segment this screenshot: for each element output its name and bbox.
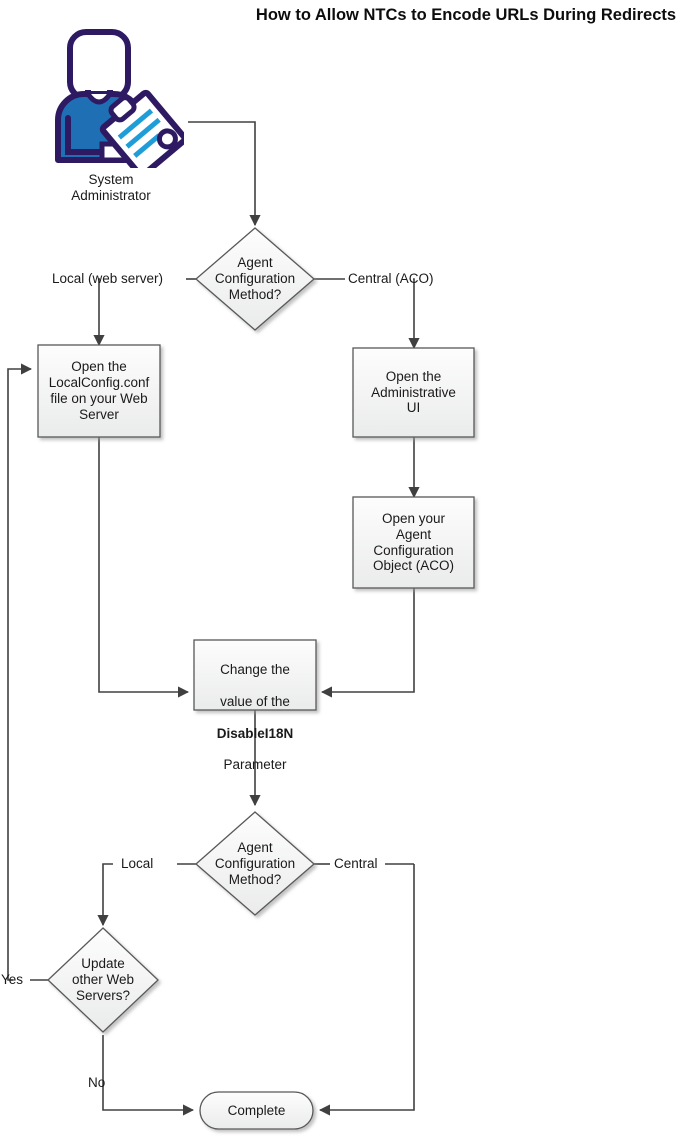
edge-label-no: No <box>88 1075 106 1090</box>
decision-update-other-servers-shape <box>47 927 159 1033</box>
edge-label-central-aco: Central (ACO) <box>348 271 434 286</box>
edge-label-local: Local <box>121 856 154 871</box>
edge-label-local-web-server: Local (web server) <box>52 271 164 286</box>
process-change-disablei18n-shape <box>193 639 317 711</box>
decision-config-method-2-shape <box>195 811 315 916</box>
edge-label-central: Central <box>334 856 378 871</box>
terminator-complete-shape <box>199 1091 314 1130</box>
system-administrator-icon <box>44 20 188 179</box>
edge-label-yes: Yes <box>1 972 24 987</box>
process-open-localconfig-shape <box>37 344 161 438</box>
process-open-aco-shape <box>352 496 475 589</box>
page-title: How to Allow NTCs to Encode URLs During … <box>255 6 677 24</box>
process-open-admin-ui-shape <box>352 347 475 438</box>
decision-config-method-1-shape <box>195 227 315 331</box>
system-administrator-caption: System Administrator <box>71 172 151 204</box>
